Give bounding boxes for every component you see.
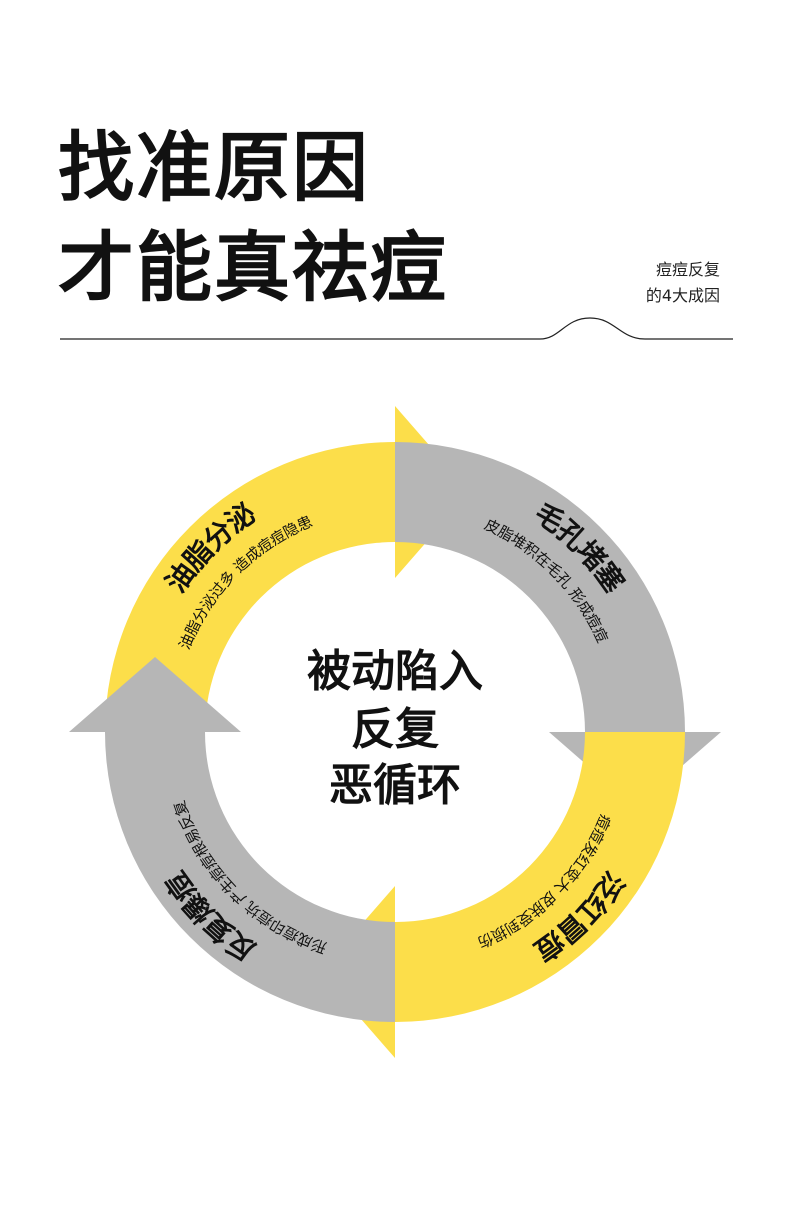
page-title-line1: 找准原因: [58, 123, 370, 212]
center-text-line3: 恶循环: [329, 760, 461, 811]
page-title-line2: 才能真祛痘: [58, 223, 448, 312]
divider-wave-line: [60, 317, 733, 340]
center-text-line1: 被动陷入: [307, 646, 483, 697]
side-caption-line1: 痘痘反复: [655, 260, 720, 279]
center-text-line2: 反复: [351, 704, 439, 755]
arrow-head-4: [69, 657, 241, 732]
ring-segment-3: [395, 732, 685, 1022]
ring-segment-4: [105, 732, 395, 1022]
ring-segment-2: [395, 442, 685, 732]
side-caption-line2: 的4大成因: [645, 286, 720, 305]
ring-segment-1: [105, 442, 395, 732]
